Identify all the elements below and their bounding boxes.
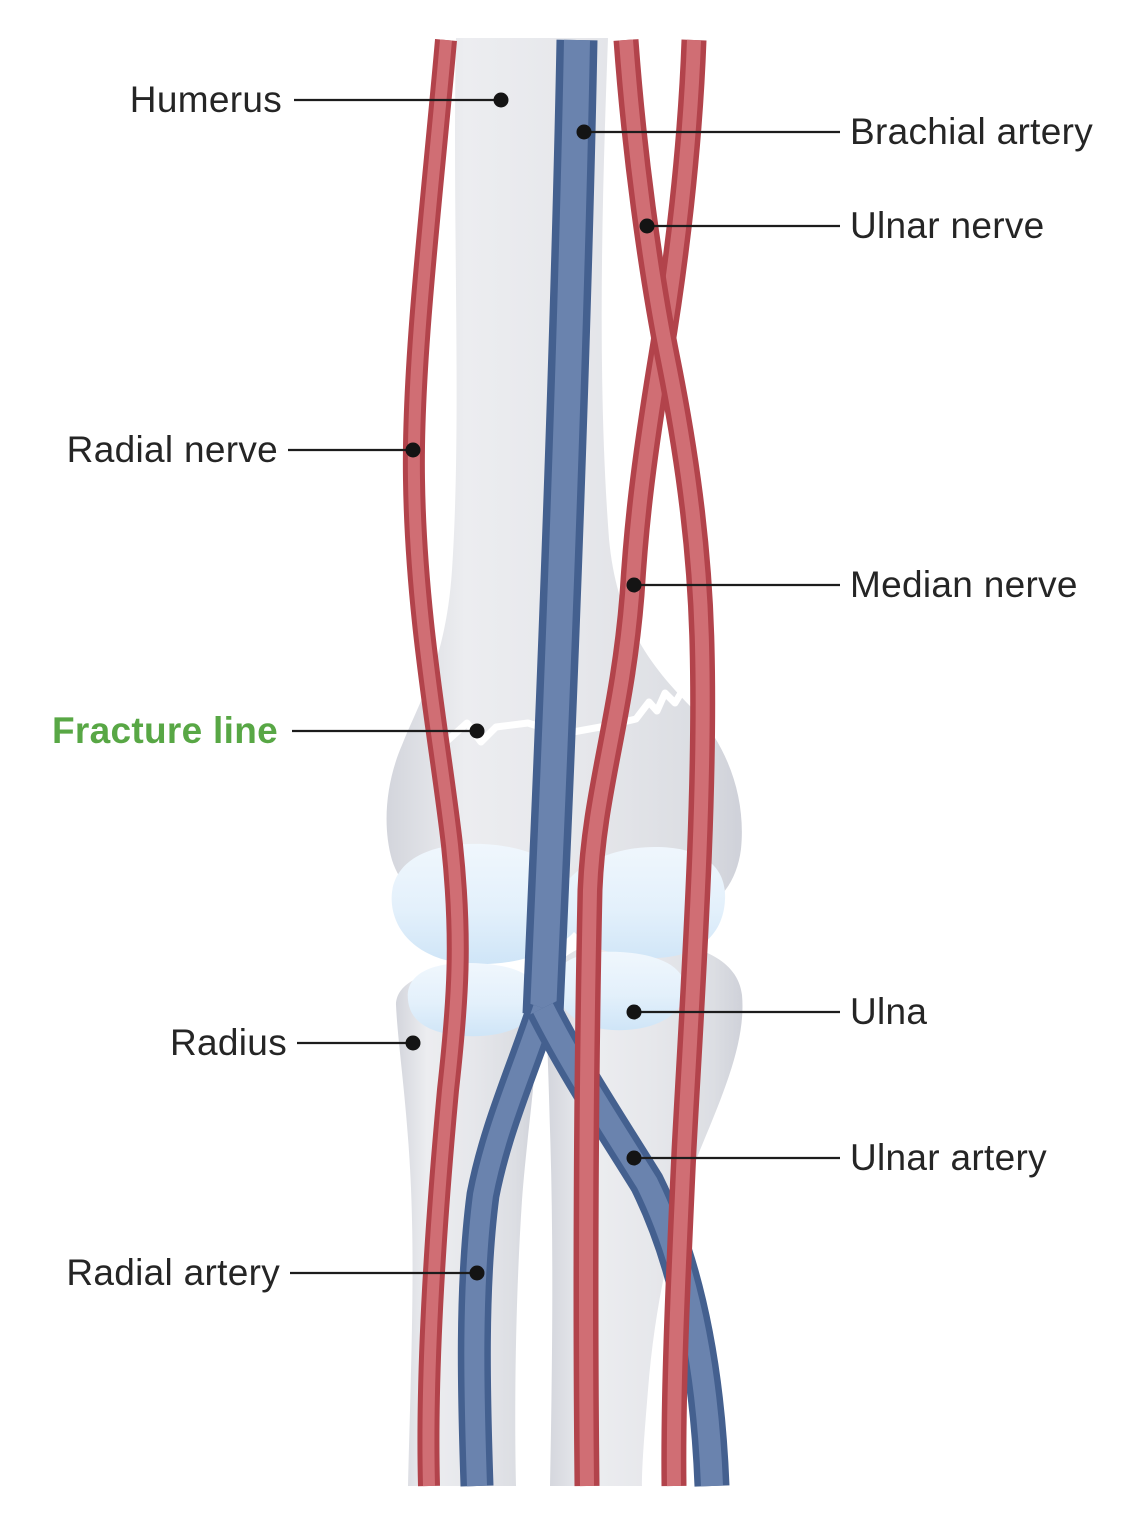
median-nerve-vessel xyxy=(573,39,707,1487)
leader-dot-ulna xyxy=(626,1004,642,1020)
label-ulna: Ulna xyxy=(850,991,928,1032)
radial-nerve-vessel xyxy=(402,39,469,1487)
leader-lines-layer xyxy=(288,98,840,1275)
leader-dot-ulnar-artery xyxy=(626,1150,642,1166)
arteries-layer xyxy=(457,39,730,1487)
label-ulnar-nerve: Ulnar nerve xyxy=(850,205,1045,246)
leader-dots-layer xyxy=(405,92,655,1281)
leader-dot-median-nerve xyxy=(626,577,642,593)
leader-dot-radial-artery xyxy=(469,1265,485,1281)
radial-artery-vessel xyxy=(457,1002,559,1487)
nerves-layer xyxy=(402,39,716,1487)
label-radial-artery: Radial artery xyxy=(66,1252,280,1293)
label-ulnar-artery: Ulnar artery xyxy=(850,1137,1047,1178)
label-radial-nerve: Radial nerve xyxy=(66,429,278,470)
leader-dot-humerus xyxy=(493,92,509,108)
radial-head-cartilage xyxy=(407,962,539,1037)
label-fracture-line: Fracture line xyxy=(52,710,278,751)
label-median-nerve: Median nerve xyxy=(850,564,1078,605)
leader-dot-fracture-line xyxy=(469,723,485,739)
label-humerus: Humerus xyxy=(129,79,282,120)
leader-dot-radius xyxy=(405,1035,421,1051)
leader-dot-brachial-artery xyxy=(576,124,592,140)
label-radius: Radius xyxy=(170,1022,287,1063)
ulnar-nerve-vessel xyxy=(613,39,716,1487)
brachial-artery-vessel xyxy=(522,39,598,1016)
label-brachial-artery: Brachial artery xyxy=(850,111,1094,152)
leader-dot-radial-nerve xyxy=(405,442,421,458)
leader-dot-ulnar-nerve xyxy=(639,218,655,234)
